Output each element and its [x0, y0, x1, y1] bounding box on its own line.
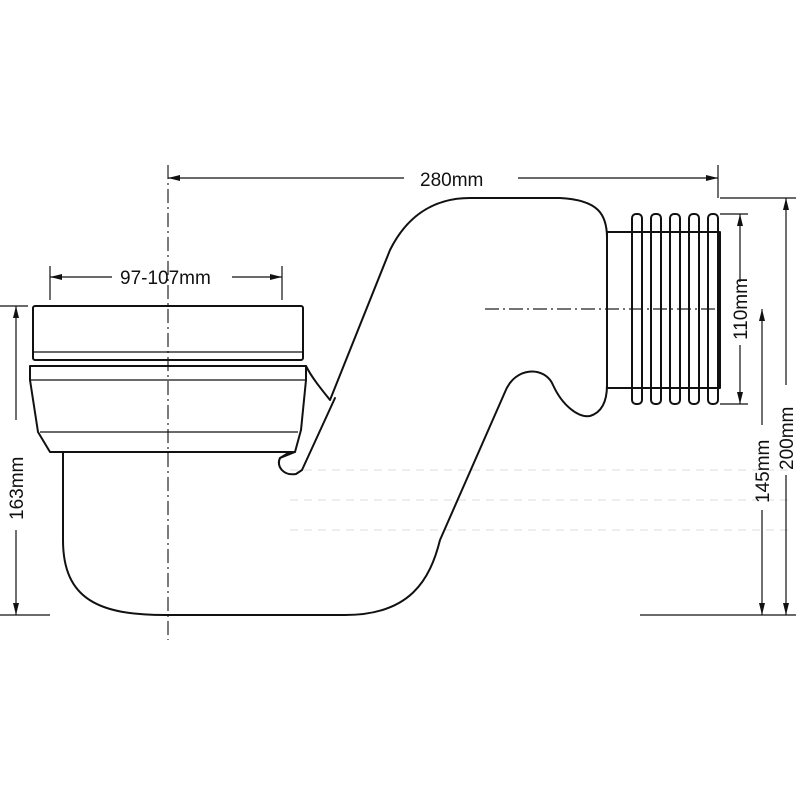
dim-overall-length: 280mm: [168, 165, 719, 198]
siphon-body: [29, 197, 608, 616]
trap-outline: [62, 197, 608, 616]
dim-overall-height: 200mm: [640, 197, 798, 616]
background-ghost-lines: [290, 469, 790, 531]
inlet-rim: [32, 305, 304, 361]
outlet-connector: [606, 213, 721, 405]
dim-outlet-diameter: 110mm: [720, 213, 752, 405]
dim-overall-height-label: 200mm: [777, 407, 798, 470]
dim-overall-length-label: 280mm: [420, 170, 483, 191]
dim-inlet-height-label: 163mm: [7, 457, 28, 520]
dim-inlet-diameter-label: 97-107mm: [120, 268, 211, 289]
dim-outlet-center-height-label: 145mm: [753, 440, 774, 503]
dim-inlet-height: 163mm: [0, 305, 50, 616]
dim-inlet-diameter: 97-107mm: [49, 266, 283, 300]
dim-outlet-diameter-label: 110mm: [731, 278, 752, 340]
dim-outlet-center-height: 145mm: [753, 309, 774, 615]
